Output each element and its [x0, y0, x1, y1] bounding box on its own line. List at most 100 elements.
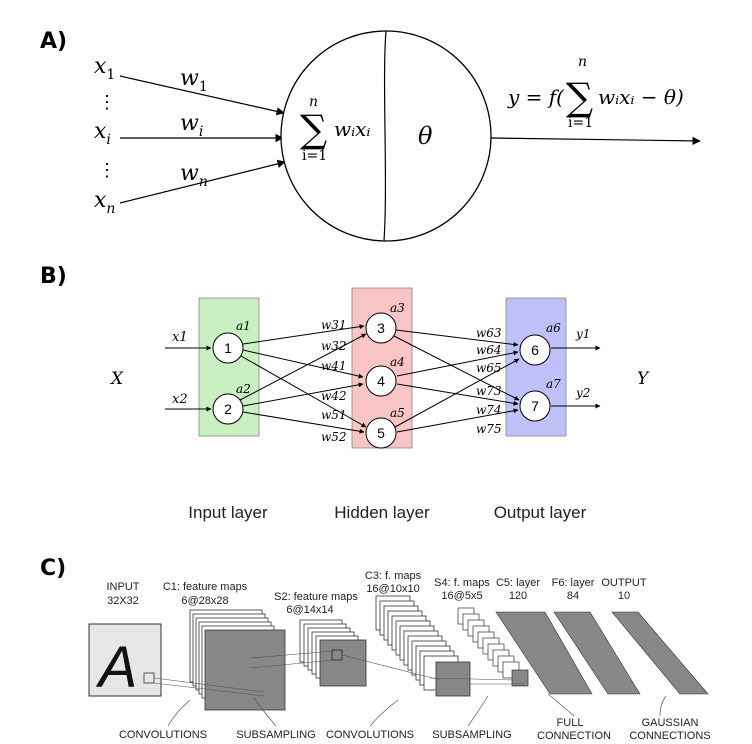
- stage-c3-title: C3: f. maps: [365, 570, 422, 582]
- panel-b: B) X Y x1 x2: [40, 264, 650, 522]
- edge-5-7: [396, 408, 519, 433]
- panel-a-letter: A): [40, 29, 67, 54]
- sum-term: wᵢxᵢ: [334, 117, 370, 141]
- weight-w41: w41: [321, 359, 347, 373]
- node-5: [365, 417, 397, 449]
- c5-layer: [495, 611, 593, 695]
- node-1-label: 1: [224, 340, 232, 356]
- weight-w63: w63: [476, 326, 502, 340]
- edge-1-5: [240, 355, 367, 428]
- node-4-label: 4: [377, 373, 385, 389]
- op-subsampling-1: SUBSAMPLING: [236, 729, 315, 741]
- weight-w42: w42: [321, 389, 347, 403]
- activation-a2: a2: [236, 382, 251, 396]
- activation-a1: a1: [236, 319, 251, 333]
- node-2-label: 2: [224, 401, 232, 417]
- node-3: [365, 312, 397, 344]
- panel-c: C) INPUT 32X32 C1: feature maps 6@28x28 …: [40, 556, 711, 742]
- weight-w73: w73: [476, 384, 502, 398]
- activation-a4: a4: [390, 355, 405, 369]
- panel-c-letter: C): [40, 556, 66, 581]
- node-4: [365, 365, 397, 397]
- weight-w74: w74: [476, 403, 502, 417]
- edge-2-4: [242, 382, 364, 407]
- node-3-label: 3: [377, 320, 385, 336]
- layer-label-hidden: Hidden layer: [334, 503, 430, 522]
- stage-c5-title: C5: layer: [496, 577, 540, 589]
- node-7: [519, 390, 551, 422]
- output-lower: i=1: [568, 115, 593, 131]
- edge-4-7: [396, 383, 519, 406]
- sum-lower: i=1: [302, 148, 327, 164]
- stage-f6-title: F6: layer: [552, 577, 595, 589]
- stage-s2-title: S2: feature maps: [274, 591, 358, 603]
- weight-w64: w64: [476, 343, 502, 357]
- sum-upper: n: [309, 94, 318, 110]
- weight-w31: w31: [321, 318, 347, 332]
- weight-w1-label: w1: [180, 66, 208, 95]
- weight-arrow-n: [119, 159, 286, 204]
- input-dots-2: ⋮: [98, 160, 116, 181]
- input-dots-1: ⋮: [98, 92, 116, 113]
- output-sigma: ∑: [566, 75, 593, 119]
- output-y1: y1: [575, 327, 590, 341]
- stage-s4-title: S4: f. maps: [434, 577, 490, 589]
- stage-input-size: 32X32: [107, 595, 139, 607]
- weight-w51: w51: [321, 408, 347, 422]
- neuron-divider: [383, 30, 387, 242]
- edge-2-3: [239, 333, 367, 401]
- y-set-label: Y: [637, 369, 650, 389]
- sum-sigma: ∑: [300, 107, 327, 151]
- stage-output-size: 10: [618, 590, 630, 602]
- stage-f6-size: 84: [567, 590, 579, 602]
- c3-maps: [375, 595, 471, 697]
- input-xn-label: xn: [94, 188, 115, 217]
- activation-a3: a3: [390, 301, 405, 315]
- layer-label-input: Input layer: [188, 503, 268, 522]
- op-convolutions-1: CONVOLUTIONS: [119, 729, 207, 741]
- panel-a: A) x1 ⋮ xi ⋮ xn w1 wi wn n ∑ i=1 wᵢxᵢ θ …: [40, 29, 701, 242]
- edge-1-4: [242, 349, 364, 379]
- input-x1: x1: [172, 330, 188, 345]
- weight-w52: w52: [321, 430, 347, 444]
- weight-w65: w65: [476, 361, 502, 375]
- node-6: [519, 334, 551, 366]
- s4-maps: [457, 607, 529, 687]
- weight-w32: w32: [321, 339, 347, 353]
- input-x1-label: x1: [94, 54, 115, 83]
- node-1: [212, 332, 244, 364]
- node-7-label: 7: [531, 398, 539, 414]
- op-full-1: FULL: [557, 717, 584, 729]
- weight-w75: w75: [476, 422, 502, 436]
- stage-c1-title: C1: feature maps: [163, 581, 248, 593]
- op-convolutions-2: CONVOLUTIONS: [326, 729, 414, 741]
- op-gaussian-2: CONNECTIONS: [629, 730, 710, 742]
- output-layer: [611, 611, 709, 695]
- activation-a7: a7: [546, 377, 561, 391]
- input-xi-label: xi: [94, 119, 111, 148]
- edge-5-6: [394, 358, 520, 428]
- c1-maps: [189, 609, 286, 711]
- edge-3-7: [393, 335, 520, 401]
- stage-s4-size: 16@5x5: [441, 590, 482, 602]
- stage-s2-size: 6@14x14: [286, 604, 333, 616]
- weight-arrow-1: [119, 75, 285, 116]
- output-term: wᵢxᵢ − θ): [598, 85, 684, 109]
- input-x2: x2: [172, 392, 188, 407]
- op-subsampling-2: SUBSAMPLING: [432, 729, 511, 741]
- stage-output-title: OUTPUT: [601, 577, 647, 589]
- input-glyph: A: [96, 635, 138, 700]
- threshold-theta: θ: [418, 122, 433, 150]
- node-6-label: 6: [531, 342, 539, 358]
- edge-2-5: [242, 411, 365, 434]
- stage-c3-size: 16@10x10: [366, 583, 419, 595]
- f6-layer: [553, 611, 641, 695]
- edge-1-3: [242, 324, 365, 345]
- output-arrow: [490, 136, 701, 146]
- op-gaussian-1: GAUSSIAN: [642, 717, 699, 729]
- activation-a5: a5: [390, 406, 405, 420]
- output-y2: y2: [575, 386, 590, 400]
- stage-c5-size: 120: [509, 590, 527, 602]
- stage-c1-size: 6@28x28: [181, 595, 228, 607]
